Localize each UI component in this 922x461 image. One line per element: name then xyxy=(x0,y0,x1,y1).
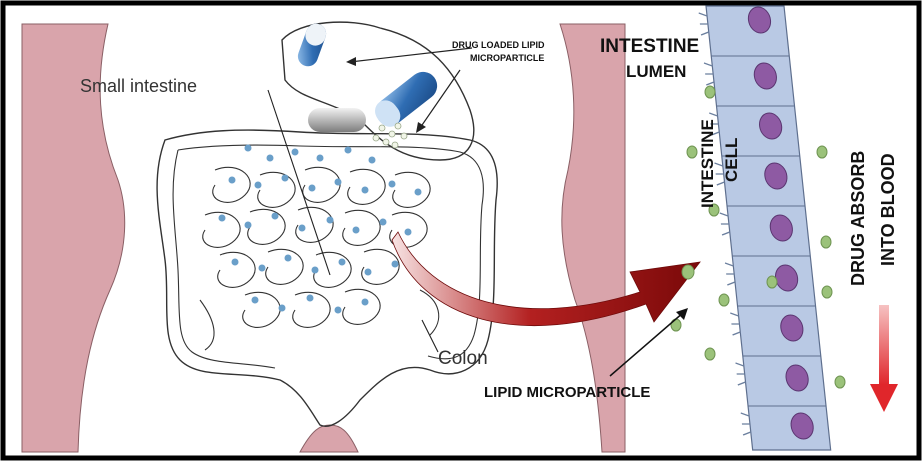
label-lipid-microparticle: LIPID MICROPARTICLE xyxy=(484,384,650,401)
label-intestine-lumen-1: INTESTINE xyxy=(600,36,699,58)
label-drug-absorb-2: INTO BLOOD xyxy=(878,153,899,266)
label-drug-loaded-1: DRUG LOADED LIPID xyxy=(452,40,545,50)
label-intestine-cell-1: INTESTINE xyxy=(698,119,718,208)
label-drug-absorb-1: DRUG ABSORB xyxy=(848,151,869,286)
label-intestine-lumen-2: LUMEN xyxy=(626,62,686,82)
label-intestine-cell-2: CELL xyxy=(722,138,742,182)
capsule-grey xyxy=(308,108,366,132)
label-drug-loaded-2: MICROPARTICLE xyxy=(470,53,544,63)
label-colon: Colon xyxy=(438,348,488,370)
label-small-intestine: Small intestine xyxy=(80,76,197,97)
